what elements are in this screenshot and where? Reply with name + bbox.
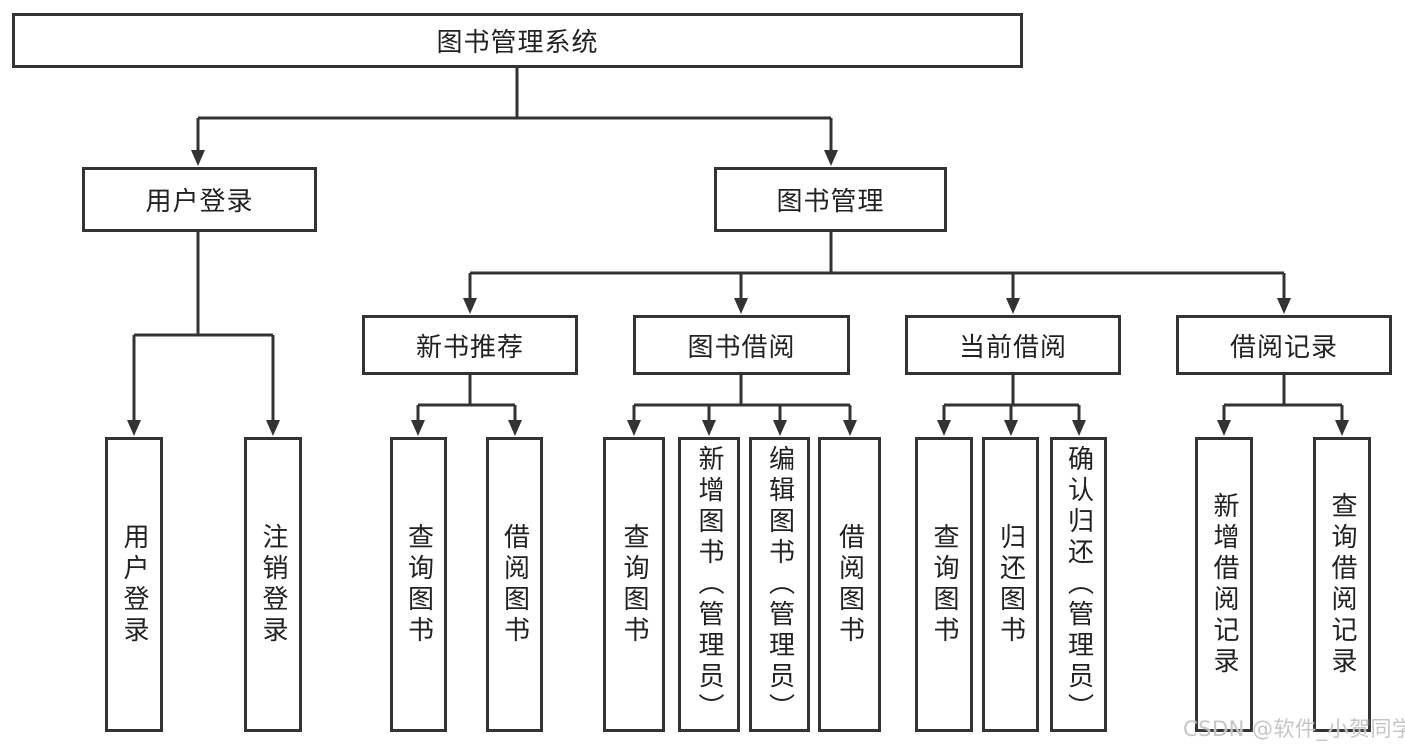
node-label: 确认归还（管理员） (1063, 445, 1094, 724)
node-label: 新书推荐 (415, 332, 524, 363)
node-label: 图书管理 (776, 187, 885, 217)
node-label: 借阅图书 (499, 522, 530, 647)
node-label: 查询借阅记录 (1327, 491, 1357, 678)
leaf-recommend-borrow-books: 借阅图书 (486, 437, 543, 732)
leaf-edit-book-admin: 编辑图书（管理员） (749, 437, 810, 732)
node-new-book-recommend: 新书推荐 (362, 315, 578, 375)
node-library-management-system: 图书管理系统 (12, 13, 1023, 68)
node-label: 注销登录 (258, 522, 288, 647)
node-current-borrow: 当前借阅 (905, 315, 1121, 375)
leaf-user-login: 用户登录 (105, 437, 163, 732)
node-label: 归还图书 (995, 522, 1026, 647)
leaf-query-borrow-record: 查询借阅记录 (1313, 437, 1371, 732)
leaf-return-books: 归还图书 (982, 437, 1039, 732)
node-label: 查询图书 (929, 522, 959, 647)
node-label: 借阅图书 (834, 522, 865, 647)
leaf-borrow-query-books: 查询图书 (603, 437, 665, 732)
node-book-management-branch: 图书管理 (714, 167, 947, 232)
leaf-logout: 注销登录 (244, 437, 302, 732)
node-label: 图书借阅 (687, 332, 796, 363)
node-label: 借阅记录 (1229, 332, 1338, 363)
leaf-add-book-admin: 新增图书（管理员） (678, 437, 740, 732)
leaf-recommend-query-books: 查询图书 (390, 437, 447, 732)
leaf-borrow-borrow-books: 借阅图书 (818, 437, 881, 732)
node-label: 当前借阅 (958, 332, 1067, 363)
node-user-login-branch: 用户登录 (82, 167, 317, 232)
leaf-add-borrow-record: 新增借阅记录 (1195, 437, 1253, 732)
node-label: 查询图书 (403, 522, 434, 647)
leaf-current-query-books: 查询图书 (915, 437, 973, 732)
node-label: 图书管理系统 (436, 28, 599, 58)
node-label: 新增图书（管理员） (694, 445, 724, 724)
csdn-watermark: CSDN @软件_小贺同学 (1183, 717, 1405, 741)
node-borrow-records: 借阅记录 (1176, 315, 1392, 375)
leaf-confirm-return-admin: 确认归还（管理员） (1050, 437, 1107, 732)
node-label: 查询图书 (619, 522, 649, 647)
node-label: 用户登录 (119, 522, 149, 647)
node-label: 新增借阅记录 (1209, 491, 1239, 678)
node-label: 编辑图书（管理员） (764, 445, 795, 724)
node-book-borrow: 图书借阅 (633, 315, 850, 375)
node-label: 用户登录 (145, 187, 254, 217)
